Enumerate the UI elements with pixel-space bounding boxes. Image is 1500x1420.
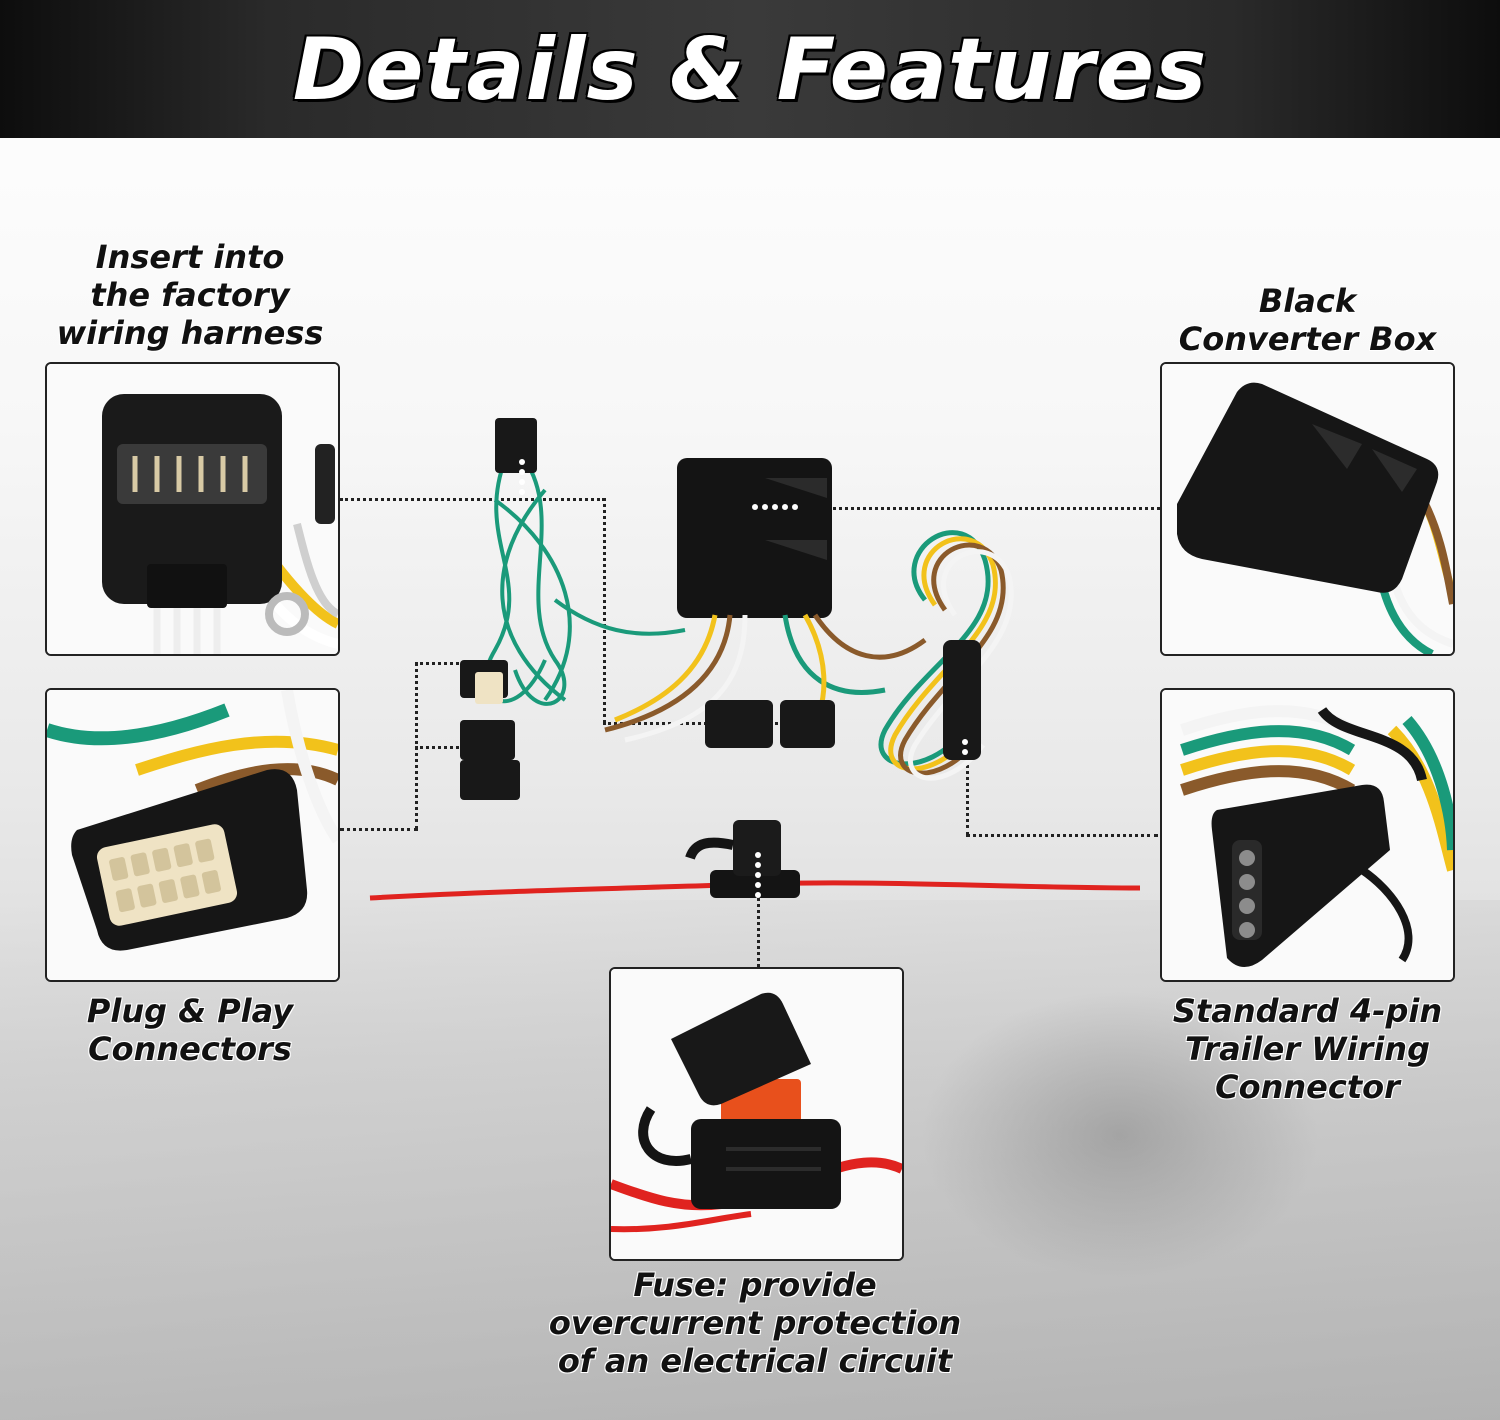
- caption-plug-play: Plug & Play Connectors: [40, 992, 340, 1068]
- green-wire-bundle: [483, 458, 686, 706]
- leader-line-trailer-horizontal: [966, 834, 1158, 837]
- converter-box-image: [1162, 364, 1453, 654]
- fuse-holder-image: [611, 969, 902, 1259]
- panel-factory-harness-plug: [45, 362, 340, 656]
- caption-line: Fuse: provide: [633, 1266, 877, 1304]
- caption-converter-box: Black Converter Box: [1160, 282, 1455, 358]
- leader-line-plug-horizontal: [340, 828, 418, 831]
- caption-line: Connector: [1215, 1068, 1400, 1106]
- panel-fuse-holder: [609, 967, 904, 1261]
- panel-converter-box: [1160, 362, 1455, 656]
- plug-play-connectors: [460, 660, 520, 800]
- harness-connector-top: [495, 418, 537, 473]
- factory-harness-plug-image: [47, 364, 338, 654]
- caption-fuse: Fuse: provide overcurrent protection of …: [540, 1266, 970, 1380]
- caption-trailer-connector: Standard 4-pin Trailer Wiring Connector: [1155, 992, 1460, 1106]
- caption-factory-harness: Insert into the factory wiring harness: [40, 238, 340, 352]
- panel-trailer-connector: [1160, 688, 1455, 982]
- inline-fuse-holder: [685, 820, 800, 898]
- leader-line-trailer-vertical: [966, 740, 969, 836]
- leader-line-harness-bottom: [603, 722, 778, 725]
- caption-line: Black: [1258, 282, 1357, 320]
- leader-line-fuse: [757, 855, 760, 967]
- callout-markers: [519, 459, 968, 898]
- caption-line: Standard 4-pin: [1172, 992, 1443, 1030]
- page-title: Details & Features: [292, 20, 1208, 120]
- end-harness-connector: [780, 700, 835, 748]
- caption-line: Plug & Play: [86, 992, 294, 1030]
- wiring-harness-product-image: [369, 418, 1141, 901]
- caption-line: wiring harness: [56, 314, 324, 352]
- caption-line: Trailer Wiring: [1185, 1030, 1430, 1068]
- plug-play-connector-image: [47, 690, 338, 980]
- leader-line-plug-mid: [415, 746, 500, 749]
- four-pin-flat-connector: [943, 640, 981, 760]
- caption-line: Connectors: [88, 1030, 292, 1068]
- leader-line-harness-vertical: [603, 498, 606, 723]
- panel-plug-play-connectors: [45, 688, 340, 982]
- converter-box: [677, 458, 832, 618]
- middle-harness-connector: [705, 700, 773, 748]
- caption-line: overcurrent protection: [548, 1304, 962, 1342]
- blurred-vehicle-background: [920, 990, 1320, 1280]
- leader-line-converter: [750, 507, 1160, 510]
- caption-line: Insert into: [95, 238, 285, 276]
- leader-line-plug-top: [415, 662, 495, 665]
- leader-line-harness: [340, 498, 605, 501]
- header-banner: Details & Features: [0, 0, 1500, 138]
- caption-line: of an electrical circuit: [557, 1342, 953, 1380]
- caption-line: the factory: [90, 276, 290, 314]
- caption-line: Converter Box: [1178, 320, 1437, 358]
- trailer-connector-image: [1162, 690, 1453, 980]
